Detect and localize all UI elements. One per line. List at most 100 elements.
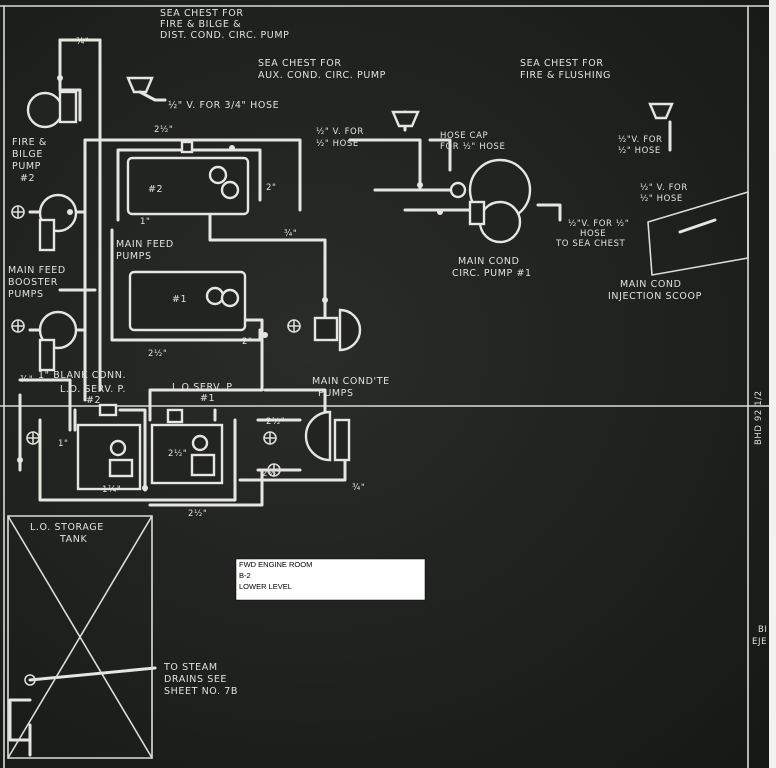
label-bhd: BHD 92 1/2: [754, 390, 764, 445]
label-sea-chest-fire-flush: SEA CHEST FOR FIRE & FLUSHING: [520, 58, 611, 81]
svg-text:FIRE & FLUSHING: FIRE & FLUSHING: [520, 70, 611, 81]
svg-text:INJECTION SCOOP: INJECTION SCOOP: [608, 291, 702, 302]
label-cut-bi: BI: [758, 625, 768, 635]
label-pump-no1: #1: [172, 294, 187, 305]
svg-text:2": 2": [266, 183, 277, 193]
svg-text:L.O. STORAGE: L.O. STORAGE: [30, 522, 104, 533]
svg-text:¾": ¾": [20, 375, 33, 385]
label-sea-chest-fire-bilge: SEA CHEST FOR FIRE & BILGE & DIST. COND.…: [160, 8, 289, 41]
svg-text:TO SEA CHEST: TO SEA CHEST: [555, 239, 626, 249]
svg-text:½" V. FOR: ½" V. FOR: [316, 127, 364, 137]
lo-serv-pump-1: [150, 408, 224, 485]
svg-text:¾": ¾": [352, 483, 365, 493]
svg-text:SHEET NO. 7B: SHEET NO. 7B: [164, 686, 238, 697]
sea-chest-fire-flush: [648, 102, 674, 120]
svg-text:BOOSTER: BOOSTER: [8, 277, 58, 288]
svg-text:SEA CHEST FOR: SEA CHEST FOR: [160, 8, 244, 19]
label-pump-no2: #2: [148, 184, 163, 195]
label-lo-serv-2: L.O. SERV. P. #2: [60, 384, 126, 406]
svg-text:DIST. COND. CIRC. PUMP: DIST. COND. CIRC. PUMP: [160, 30, 289, 41]
svg-text:L.O. SERV. P.: L.O. SERV. P.: [60, 384, 126, 395]
svg-text:½" HOSE: ½" HOSE: [640, 194, 683, 204]
svg-text:2½": 2½": [262, 469, 281, 479]
main-cond-circ-pump-1: [449, 158, 532, 244]
fire-bilge-pump-2: [26, 63, 78, 129]
main-feed-pump-1: [128, 270, 247, 332]
svg-text:FIRE & BILGE &: FIRE & BILGE &: [160, 19, 241, 30]
svg-text:MAIN FEED: MAIN FEED: [116, 239, 174, 250]
lo-storage-tank: [7, 515, 153, 759]
svg-text:2½": 2½": [266, 417, 285, 427]
main-feed-pump-2: [126, 140, 250, 216]
svg-text:½"V. FOR: ½"V. FOR: [618, 135, 663, 145]
svg-text:1": 1": [58, 439, 69, 449]
svg-text:½" HOSE: ½" HOSE: [316, 139, 359, 149]
sea-chest-fire-bilge: [126, 76, 167, 102]
svg-text:#2: #2: [86, 395, 101, 406]
svg-text:MAIN FEED: MAIN FEED: [8, 265, 66, 276]
svg-text:¾": ¾": [284, 229, 297, 239]
lo-serv-pump-2: [76, 403, 142, 491]
booster-pump-1: [38, 310, 78, 372]
svg-text:PUMPS: PUMPS: [318, 388, 354, 399]
label-blank-conn: 1" BLANK CONN.: [38, 370, 126, 381]
label-hose-valve-34: ½" V. FOR 3/4" HOSE: [168, 100, 279, 111]
svg-text:½"V. FOR ½": ½"V. FOR ½": [568, 219, 629, 229]
svg-text:2": 2": [242, 337, 253, 347]
main-cond-te-pump-1: [304, 410, 351, 462]
svg-text:#1: #1: [200, 393, 215, 404]
svg-text:MAIN COND: MAIN COND: [458, 256, 520, 267]
svg-text:B-2: B-2: [239, 571, 251, 580]
svg-text:TO STEAM: TO STEAM: [163, 662, 218, 673]
label-v-for-hose-left: ½" V. FOR ½" HOSE: [316, 127, 364, 149]
page-edge: [769, 0, 776, 768]
main-cond-te-pump-2: [313, 308, 362, 352]
svg-text:FOR ½" HOSE: FOR ½" HOSE: [440, 142, 506, 152]
valves: [17, 75, 443, 491]
label-main-feed-pumps: MAIN FEED PUMPS: [116, 239, 174, 262]
svg-text:FWD ENGINE ROOM: FWD ENGINE ROOM: [239, 560, 312, 569]
svg-text:PUMPS: PUMPS: [8, 289, 44, 300]
label-lo-storage: L.O. STORAGE TANK: [30, 522, 104, 545]
svg-text:2½": 2½": [154, 125, 173, 135]
scoop-box: [647, 191, 749, 276]
svg-text:½" HOSE: ½" HOSE: [618, 146, 661, 156]
label-lo-serv-1: L.O SERV. P. #1: [172, 382, 235, 404]
svg-text:BILGE: BILGE: [12, 149, 43, 160]
svg-text:2½": 2½": [188, 509, 207, 519]
label-main-cond-circ: MAIN COND CIRC. PUMP #1: [452, 256, 531, 279]
label-hose-cap: HOSE CAP FOR ½" HOSE: [440, 131, 506, 152]
label-to-sea-chest: ½"V. FOR ½" HOSE TO SEA CHEST: [555, 219, 629, 249]
label-main-feed-booster: MAIN FEED BOOSTER PUMPS: [8, 265, 66, 300]
label-v-for-hose-scoop: ½" V. FOR ½" HOSE: [640, 183, 688, 204]
svg-text:L.O SERV. P.: L.O SERV. P.: [172, 382, 235, 393]
svg-text:PUMPS: PUMPS: [116, 251, 152, 262]
svg-text:2½": 2½": [168, 449, 187, 459]
label-fire-bilge-pump: FIRE & BILGE PUMP #2: [12, 137, 47, 184]
svg-text:HOSE: HOSE: [580, 229, 606, 239]
svg-text:LOWER LEVEL: LOWER LEVEL: [239, 582, 292, 591]
gauge-symbols: [11, 205, 301, 686]
svg-text:MAIN COND'TE: MAIN COND'TE: [312, 376, 390, 387]
sea-chest-aux: [391, 110, 420, 128]
title-block: FWD ENGINE ROOM B-2 LOWER LEVEL: [235, 558, 426, 601]
svg-text:HOSE CAP: HOSE CAP: [440, 131, 488, 141]
svg-text:DRAINS SEE: DRAINS SEE: [164, 674, 227, 685]
svg-text:FIRE &: FIRE &: [12, 137, 47, 148]
pipe-size-labels: ¾" 2½" 2" ¾" 2" 2½" 1" 1¼" 2½" 2½" 2½" ¾…: [20, 37, 365, 519]
svg-text:SEA CHEST FOR: SEA CHEST FOR: [258, 58, 342, 69]
svg-text:1": 1": [140, 217, 151, 227]
label-cut-eje: EJE: [752, 637, 767, 647]
svg-text:¾": ¾": [76, 37, 89, 47]
label-v-for-hose-right-top: ½"V. FOR ½" HOSE: [618, 135, 663, 156]
svg-text:½" V. FOR: ½" V. FOR: [640, 183, 688, 193]
svg-text:#2: #2: [20, 173, 35, 184]
booster-pump-2: [38, 193, 78, 252]
label-sea-chest-aux: SEA CHEST FOR AUX. COND. CIRC. PUMP: [258, 58, 385, 81]
svg-text:1¼": 1¼": [102, 485, 121, 495]
svg-text:MAIN COND: MAIN COND: [620, 279, 682, 290]
label-main-cond-te: MAIN COND'TE PUMPS: [312, 376, 390, 399]
label-main-cond-scoop: MAIN COND INJECTION SCOOP: [608, 279, 702, 302]
